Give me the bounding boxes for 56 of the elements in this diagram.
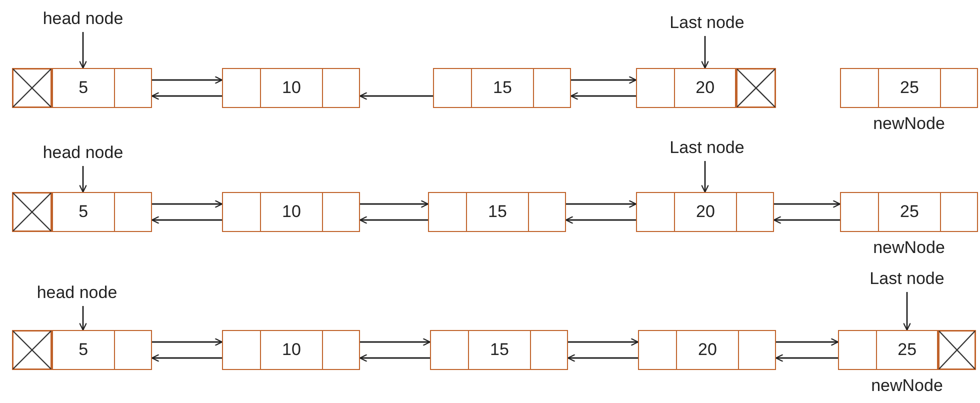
node-caption: newNode bbox=[871, 376, 943, 396]
pointer-label: head node bbox=[36, 282, 118, 304]
pointer-arrow bbox=[700, 161, 710, 193]
pointer-arrow bbox=[78, 166, 88, 193]
next-arrow bbox=[571, 76, 637, 84]
list-node: 15 bbox=[428, 192, 566, 232]
list-node: 10 bbox=[222, 192, 360, 232]
list-node: 25 bbox=[840, 68, 978, 108]
next-arrow bbox=[568, 338, 639, 346]
next-arrow bbox=[566, 200, 637, 208]
null-pointer-box bbox=[938, 330, 976, 370]
pointer-label: head node bbox=[42, 8, 124, 30]
pointer-label: Last node bbox=[870, 268, 944, 290]
list-node: 5 bbox=[52, 330, 152, 370]
node-caption: newNode bbox=[873, 114, 945, 134]
next-arrow bbox=[360, 338, 431, 346]
pointer-label: head node bbox=[42, 142, 124, 164]
null-pointer-box bbox=[12, 68, 52, 108]
pointer-arrow bbox=[902, 292, 912, 331]
next-arrow bbox=[152, 76, 223, 84]
prev-arrow bbox=[567, 354, 638, 362]
node-caption: newNode bbox=[873, 238, 945, 258]
list-node: 25 bbox=[838, 330, 938, 370]
next-arrow bbox=[360, 200, 429, 208]
list-node: 20 bbox=[636, 68, 736, 108]
prev-arrow bbox=[570, 92, 636, 100]
null-pointer-box bbox=[736, 68, 776, 108]
list-node: 20 bbox=[636, 192, 774, 232]
list-node: 5 bbox=[52, 68, 152, 108]
next-arrow bbox=[152, 200, 223, 208]
pointer-arrow bbox=[700, 36, 710, 69]
list-node: 15 bbox=[430, 330, 568, 370]
prev-arrow bbox=[151, 354, 222, 362]
list-node: 5 bbox=[52, 192, 152, 232]
pointer-arrow bbox=[78, 32, 88, 69]
list-node: 10 bbox=[222, 68, 360, 108]
prev-arrow bbox=[151, 92, 222, 100]
list-node: 20 bbox=[638, 330, 776, 370]
pointer-label: Last node bbox=[670, 12, 744, 34]
pointer-label: Last node bbox=[670, 137, 744, 159]
next-arrow bbox=[776, 338, 839, 346]
prev-arrow bbox=[151, 216, 222, 224]
next-arrow bbox=[152, 338, 223, 346]
pointer-arrow bbox=[78, 306, 88, 331]
list-node: 10 bbox=[222, 330, 360, 370]
null-pointer-box bbox=[12, 330, 52, 370]
prev-arrow bbox=[775, 354, 838, 362]
list-node: 15 bbox=[433, 68, 571, 108]
list-node: 25 bbox=[840, 192, 978, 232]
next-arrow bbox=[774, 200, 841, 208]
prev-arrow bbox=[565, 216, 636, 224]
prev-arrow bbox=[773, 216, 840, 224]
prev-arrow bbox=[359, 92, 433, 100]
prev-arrow bbox=[359, 354, 430, 362]
prev-arrow bbox=[359, 216, 428, 224]
null-pointer-box bbox=[12, 192, 52, 232]
